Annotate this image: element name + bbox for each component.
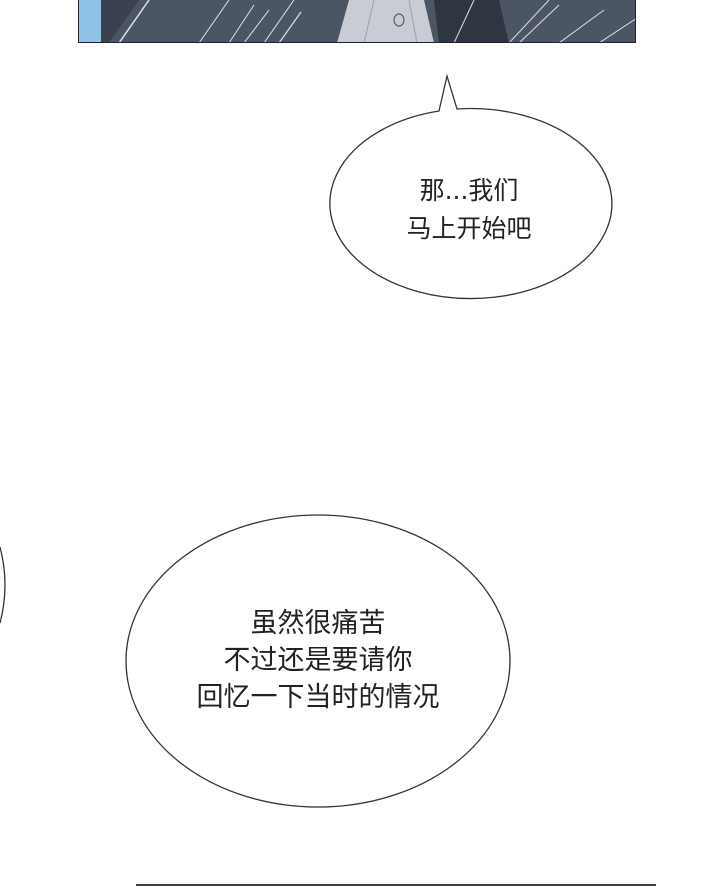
comic-panel-bottom-edge: [136, 884, 656, 890]
speech-bubble-2-shape: [125, 514, 511, 808]
bubble-1-line-1: 那...我们: [419, 176, 519, 205]
speech-bubble-1: 那...我们 马上开始吧: [327, 73, 613, 314]
bubble-1-line-2: 马上开始吧: [406, 214, 532, 243]
speech-bubble-1-shape: [329, 73, 613, 300]
bubble-2-line-3: 回忆一下当时的情况: [196, 682, 440, 713]
bubble-2-line-1: 虽然很痛苦: [250, 608, 386, 639]
speech-bubble-1-text: 那...我们 马上开始吧: [327, 172, 611, 248]
panel-artwork: [79, 0, 635, 42]
speech-bubble-2: 虽然很痛苦 不过还是要请你 回忆一下当时的情况: [125, 513, 511, 809]
partial-bubble-left: [0, 546, 6, 624]
comic-panel-top: [78, 0, 636, 43]
speech-bubble-2-text: 虽然很痛苦 不过还是要请你 回忆一下当时的情况: [125, 605, 511, 716]
bubble-2-line-2: 不过还是要请你: [223, 645, 413, 676]
